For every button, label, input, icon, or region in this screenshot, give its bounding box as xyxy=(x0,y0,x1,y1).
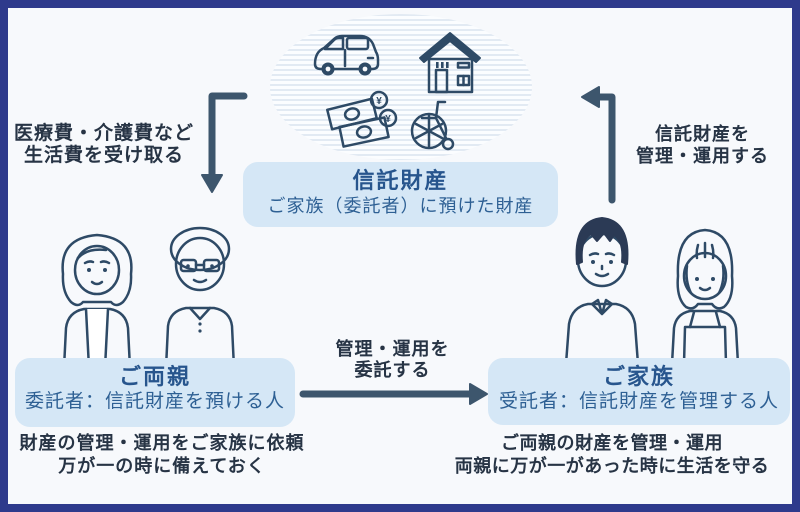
family-illustration xyxy=(564,217,740,362)
elderly-woman-figure xyxy=(61,233,133,362)
arrowhead-left xyxy=(581,86,600,108)
trust-assets-bubble xyxy=(270,14,532,160)
trust-assets-subtitle: ご家族（委託者）に預けた財産 xyxy=(267,196,534,216)
family-title: ご家族 xyxy=(602,364,675,389)
parents-box: ご両親 委託者：信託財産を預ける人 xyxy=(15,358,295,427)
receive-note: 医療費・介護費など 生活費を受け取る xyxy=(13,123,194,166)
wheelchair-icon xyxy=(410,100,455,151)
elderly-man-figure xyxy=(165,226,235,362)
arrowhead-right xyxy=(469,383,488,405)
trust-assets-illustration: ¥ ¥ xyxy=(313,32,481,151)
family-subtitle: 受託者：信託財産を管理する人 xyxy=(498,391,779,412)
money-bills-icon xyxy=(326,97,390,148)
young-man-figure xyxy=(564,217,640,362)
arrow-receive-down xyxy=(208,92,248,180)
parents-illustration xyxy=(61,226,235,362)
svg-text:¥: ¥ xyxy=(385,114,391,125)
trust-assets-title: 信託財産 xyxy=(352,168,449,193)
parents-title: ご両親 xyxy=(118,364,191,389)
parents-description: 財産の管理・運用をご家族に依頼 万が一の時に備えておく xyxy=(19,433,305,476)
parents-subtitle: 委託者：信託財産を預ける人 xyxy=(24,391,285,412)
entrust-note: 管理・運用を 委託する xyxy=(335,339,450,380)
arrowhead-down xyxy=(201,174,223,193)
arrow-manage-up xyxy=(588,93,616,204)
car-icon xyxy=(313,34,380,76)
young-woman-figure xyxy=(670,228,740,362)
svg-text:¥: ¥ xyxy=(376,96,382,107)
family-description: ご両親の財産を管理・運用 両親に万が一があった時に生活を守る xyxy=(454,433,770,476)
house-icon xyxy=(419,32,481,94)
manage-note: 信託財産を 管理・運用する xyxy=(636,124,769,166)
trust-assets-box: 信託財産 ご家族（委託者）に預けた財産 xyxy=(243,162,558,227)
family-box: ご家族 受託者：信託財産を管理する人 xyxy=(488,358,790,425)
yen-coins-icon: ¥ ¥ xyxy=(369,90,398,128)
